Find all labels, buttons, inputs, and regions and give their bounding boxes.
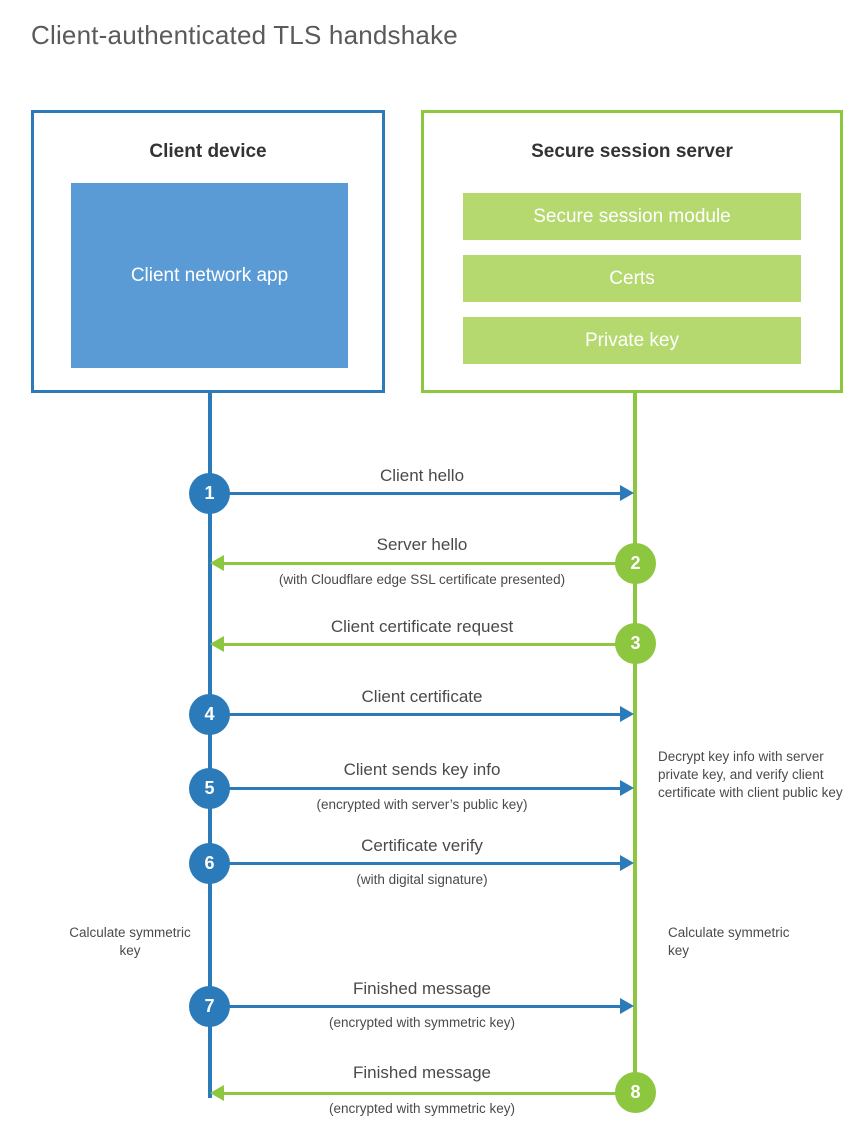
message-label-1: Client hello (379, 466, 465, 485)
secure-session-server-box: Secure session server Secure session mod… (421, 110, 843, 393)
arrow-head-right-7 (620, 998, 634, 1014)
server-component-certs: Certs (463, 255, 801, 302)
server-component-private-key: Private key (463, 317, 801, 364)
arrow-head-right-6 (620, 855, 634, 871)
step-circle-1: 1 (189, 473, 230, 514)
server-lifeline (633, 393, 637, 1093)
note-client-calculate-symmetric-key: Calculate symmetric key (69, 925, 191, 958)
message-sub-2: (with Cloudflare edge SSL certificate pr… (278, 572, 566, 587)
arrow-head-right-4 (620, 706, 634, 722)
message-sub-6: (with digital signature) (356, 872, 488, 887)
arrow-head-left-2 (210, 555, 224, 571)
client-device-title: Client device (149, 141, 267, 162)
message-sub-5: (encrypted with server’s public key) (316, 797, 528, 812)
client-lifeline (208, 393, 212, 1098)
client-device-box: Client device Client network app (31, 110, 385, 393)
step-circle-3: 3 (615, 623, 656, 664)
message-sub-8: (encrypted with symmetric key) (328, 1101, 516, 1116)
page-title: Client-authenticated TLS handshake (31, 20, 458, 50)
message-line-7 (210, 1005, 620, 1008)
note-server-calculate-symmetric-key: Calculate symmetric key (668, 925, 790, 958)
message-label-2: Server hello (376, 535, 468, 554)
message-label-8: Finished message (353, 1063, 491, 1082)
client-network-app-block: Client network app (71, 183, 348, 368)
message-label-3: Client certificate request (330, 617, 514, 636)
arrow-head-right-5 (620, 780, 634, 796)
note-server-decrypt: Decrypt key info with server private key… (658, 749, 843, 800)
step-circle-7: 7 (189, 986, 230, 1027)
message-line-2 (224, 562, 635, 565)
arrow-head-right-1 (620, 485, 634, 501)
step-circle-8: 8 (615, 1072, 656, 1113)
message-label-5: Client sends key info (343, 760, 501, 779)
message-sub-7: (encrypted with symmetric key) (328, 1015, 516, 1030)
message-line-8 (224, 1092, 635, 1095)
arrow-head-left-8 (210, 1085, 224, 1101)
message-line-4 (210, 713, 620, 716)
message-line-5 (210, 787, 620, 790)
server-component-secure-session-module: Secure session module (463, 193, 801, 240)
message-label-7: Finished message (353, 979, 491, 998)
message-line-3 (224, 643, 635, 646)
step-circle-2: 2 (615, 543, 656, 584)
secure-session-server-title: Secure session server (531, 141, 733, 162)
step-circle-6: 6 (189, 843, 230, 884)
message-label-6: Certificate verify (361, 836, 483, 855)
message-label-4: Client certificate (361, 687, 483, 706)
step-circle-5: 5 (189, 768, 230, 809)
arrow-head-left-3 (210, 636, 224, 652)
step-circle-4: 4 (189, 694, 230, 735)
message-line-1 (210, 492, 620, 495)
message-line-6 (210, 862, 620, 865)
